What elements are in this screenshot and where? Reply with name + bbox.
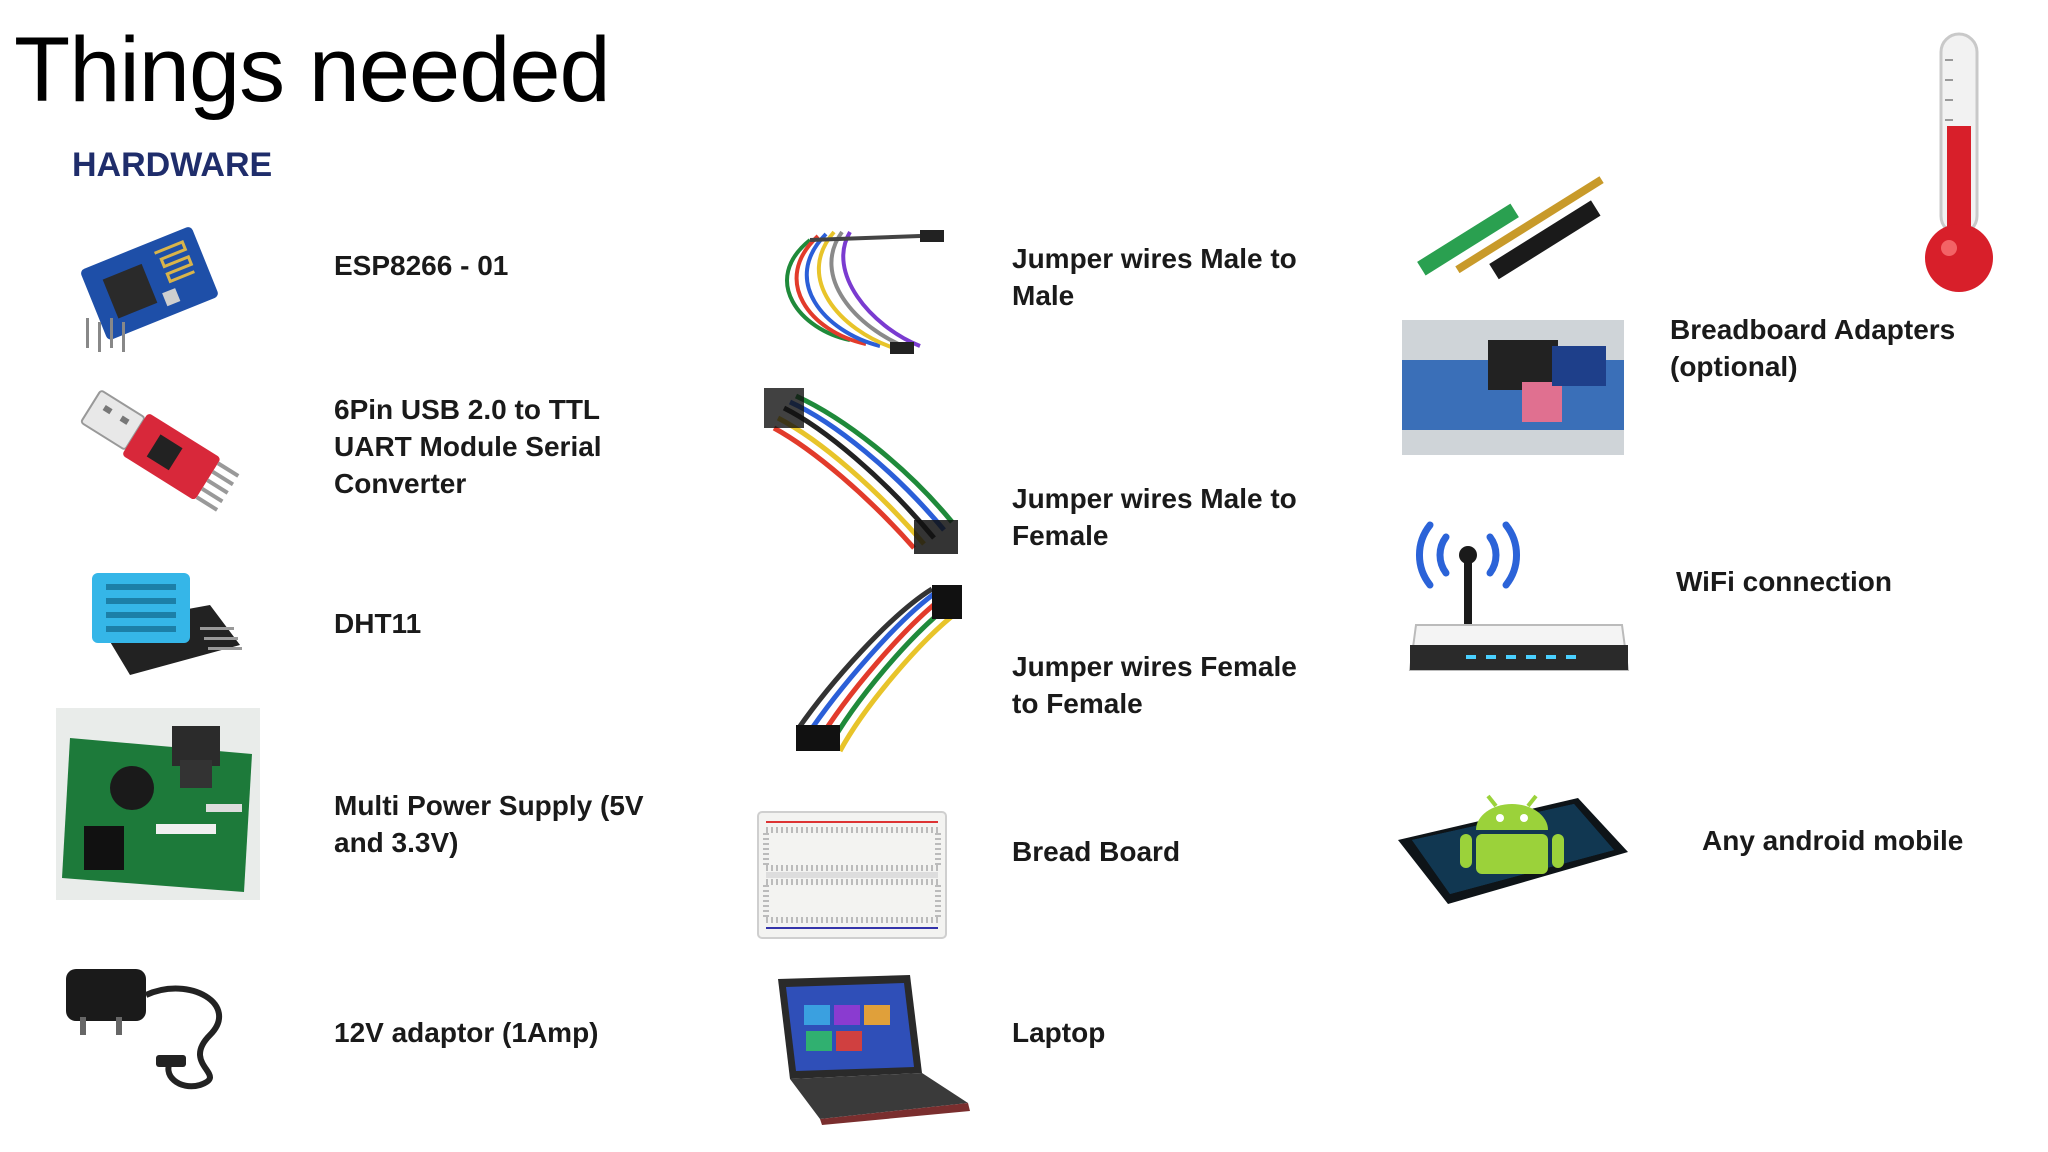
item-label-android: Any android mobile: [1702, 825, 1964, 856]
item-label-jumper-mm: Jumper wires Male to Male: [1012, 243, 1297, 311]
item-label-wifi: WiFi connection: [1676, 566, 1892, 597]
breadboard-icon: [756, 810, 948, 940]
jumper-wires-female-female-icon: [786, 585, 966, 755]
item-label-esp8266: ESP8266 - 01: [334, 250, 509, 281]
item-label-breadboard: Bread Board: [1012, 836, 1181, 867]
esp8266-module-icon: [68, 218, 228, 353]
item-label-jumper-mf: Jumper wires Male to Female: [1012, 483, 1297, 551]
power-supply-board-icon: [56, 708, 260, 900]
item-label-usb-ttl-converter: 6Pin USB 2.0 to TTL UART Module Serial C…: [334, 394, 602, 499]
jumper-wires-male-female-icon: [764, 388, 964, 558]
laptop-icon: [764, 975, 972, 1125]
power-adaptor-icon: [60, 955, 250, 1095]
section-heading-hardware: HARDWARE: [72, 146, 273, 184]
item-label-laptop: Laptop: [1012, 1017, 1106, 1048]
page-title: Things needed: [14, 19, 611, 121]
item-label-dht11: DHT11: [334, 608, 422, 639]
thermometer-icon: [1905, 30, 2017, 302]
usb-ttl-converter-icon: [72, 380, 247, 520]
jumper-wires-male-male-icon: [770, 220, 950, 360]
dht11-sensor-icon: [80, 565, 250, 685]
wifi-router-icon: [1406, 495, 1632, 680]
item-label-jumper-ff: Jumper wires Female to Female: [1012, 651, 1297, 719]
item-label-breadboard-adapters: Breadboard Adapters (optional): [1670, 314, 1956, 382]
item-label-adaptor: 12V adaptor (1Amp): [334, 1017, 599, 1048]
android-phone-icon: [1388, 760, 1634, 910]
item-label-power-supply: Multi Power Supply (5V and 3.3V): [334, 790, 644, 858]
breadboard-adapter-icon: [1402, 150, 1624, 455]
